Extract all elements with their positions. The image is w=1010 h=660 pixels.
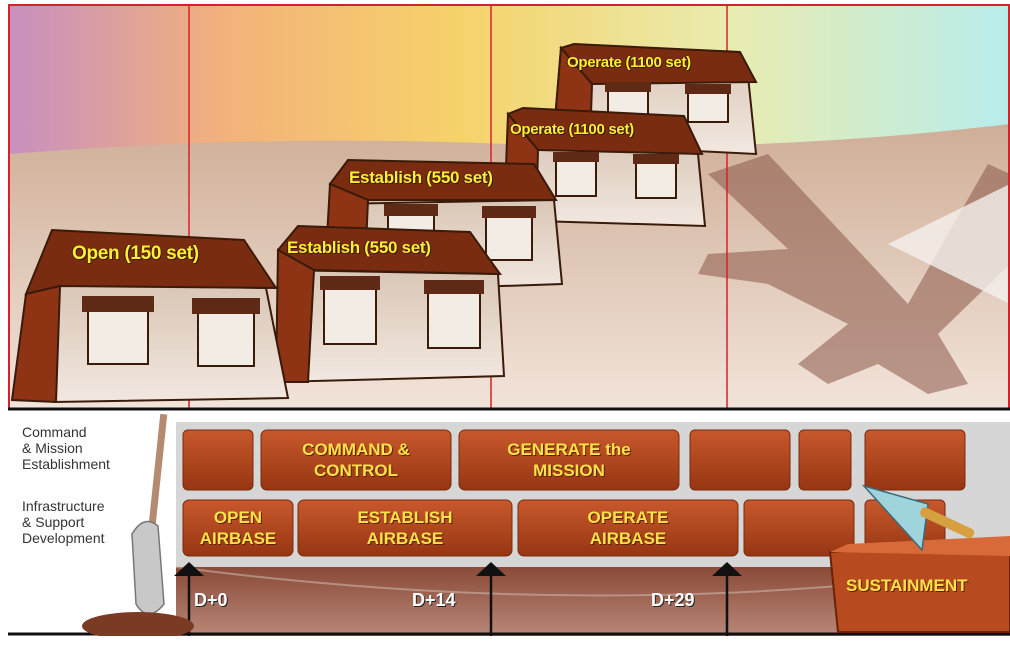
milestone-markers (174, 562, 742, 636)
brick-label-operate-airbase: OPERATE AIRBASE (587, 508, 669, 548)
aircraft-shadow (698, 154, 1010, 394)
brick-operate-airbase (517, 499, 739, 557)
brick-command-control (260, 429, 452, 491)
milestone-d0: D+0 (194, 590, 228, 610)
tent-2 (274, 224, 506, 384)
aircraft-wing-light (888, 184, 1010, 304)
tent-label-operate-back: Operate (1100 set) (567, 54, 691, 71)
brick-label-generate-mission: GENERATE the MISSION (507, 440, 631, 480)
trowel-icon (861, 484, 975, 552)
row-label-infrastructure: Infrastructure & Support Development (22, 498, 105, 546)
scene-illustration (8, 4, 1010, 636)
tent-1 (10, 228, 290, 404)
tent-label-establish-back: Establish (550 set) (349, 168, 493, 187)
brick-label-command-control: COMMAND & CONTROL (302, 440, 410, 480)
brick-generate-mission (458, 429, 680, 491)
milestone-d29: D+29 (651, 590, 695, 610)
timeline-band (176, 567, 1010, 636)
plain-bricks (182, 429, 966, 557)
shovel-icon (82, 413, 194, 636)
milestone-d14: D+14 (412, 590, 456, 610)
brick-label-open-airbase: OPEN AIRBASE (199, 508, 277, 548)
tent-label-operate-front: Operate (1100 set) (510, 121, 634, 138)
diagram-frame: Open (150 set) Establish (550 set) Estab… (8, 4, 1010, 636)
sustainment-label: SUSTAINMENT (846, 576, 968, 595)
brick-establish-airbase (297, 499, 513, 557)
tent-label-establish-front: Establish (550 set) (287, 238, 431, 257)
brick-label-establish-airbase: ESTABLISH AIRBASE (357, 508, 453, 548)
row-label-command: Command & Mission Establishment (22, 424, 110, 472)
brick-open-airbase (182, 499, 294, 557)
tent-label-open: Open (150 set) (72, 243, 199, 264)
